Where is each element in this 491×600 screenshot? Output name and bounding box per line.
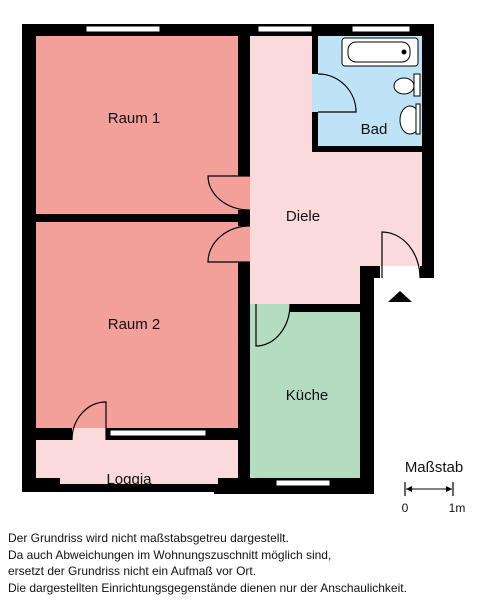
windows bbox=[85, 25, 411, 487]
floor-plan: Raum 1 Raum 2 Diele Bad Küche Loggia Maß… bbox=[22, 24, 466, 515]
disclaimer-line-4: Die dargestellten Einrichtungsgegenständ… bbox=[8, 580, 407, 595]
door-loggia-arc bbox=[71, 401, 107, 441]
room-loggia bbox=[36, 440, 238, 484]
room-diele-lower bbox=[250, 262, 360, 304]
door-bad-arc bbox=[317, 73, 357, 113]
room-kueche bbox=[250, 312, 360, 478]
scale-title: Maßstab bbox=[405, 459, 463, 476]
scale-end: 1m bbox=[449, 501, 466, 515]
scale-start: 0 bbox=[402, 501, 409, 515]
disclaimer-line-3: ersetzt der Grundriss nicht ein Aufmaß v… bbox=[8, 564, 257, 578]
toilet-icon bbox=[393, 77, 415, 95]
disclaimer-line-2: Da auch Abweichungen im Wohnungszuschnit… bbox=[8, 547, 332, 562]
room-raum-1 bbox=[36, 36, 238, 214]
door-openings bbox=[72, 74, 420, 440]
door-swings bbox=[71, 73, 421, 441]
entrance-arrow-icon bbox=[388, 291, 412, 302]
door-raum1-arc bbox=[207, 175, 251, 211]
door-entry-arc bbox=[381, 231, 421, 279]
label-raum-2: Raum 2 bbox=[108, 316, 161, 333]
label-loggia: Loggia bbox=[106, 471, 152, 488]
door-kueche-arc bbox=[255, 303, 291, 347]
room-raum-2 bbox=[36, 222, 238, 428]
door-raum2-arc bbox=[207, 225, 251, 263]
disclaimer-line-1: Der Grundriss wird nicht maßstabsgetreu … bbox=[8, 531, 289, 545]
label-bad: Bad bbox=[361, 121, 388, 138]
label-diele: Diele bbox=[286, 208, 320, 225]
bath-fixtures bbox=[341, 37, 421, 135]
disclaimer: Der Grundriss wird nicht maßstabsgetreu … bbox=[8, 530, 488, 596]
scale-bar: Maßstab 0 1m bbox=[402, 459, 466, 515]
label-raum-1: Raum 1 bbox=[108, 110, 161, 127]
label-kueche: Küche bbox=[286, 387, 329, 404]
